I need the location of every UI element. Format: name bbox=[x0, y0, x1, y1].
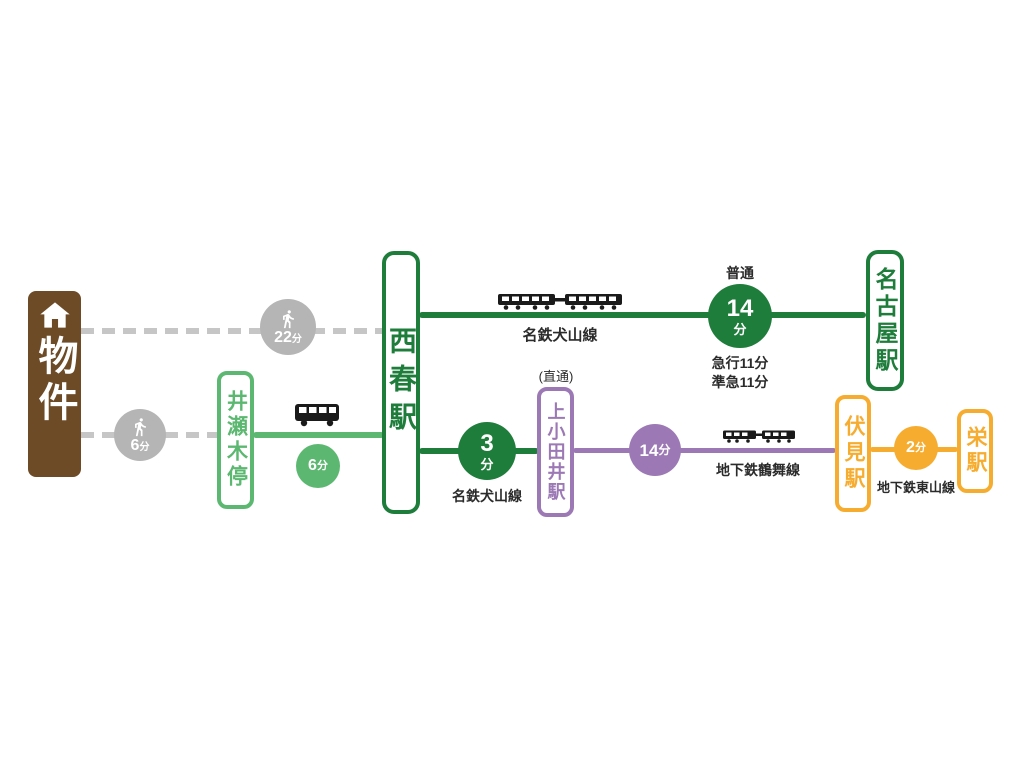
line-name-meitetsu-branch: 名鉄犬山線 bbox=[452, 488, 522, 504]
station-box-isegi: 井瀬木停 bbox=[217, 371, 254, 509]
express-note: 急行11分 bbox=[711, 355, 769, 371]
walk-badge-22min: 22分 bbox=[260, 299, 316, 355]
station-box-kamiotai: 上小田井駅 bbox=[537, 387, 574, 517]
line-name-meitetsu-main: 名鉄犬山線 bbox=[522, 327, 598, 344]
house-icon bbox=[39, 302, 70, 328]
train-icon bbox=[722, 430, 796, 444]
property-box: 物件 bbox=[28, 291, 81, 477]
station-label: 西春駅 bbox=[386, 325, 417, 440]
walk-path-to-nishiharu bbox=[81, 328, 382, 334]
rail-line-meitetsu-main bbox=[419, 312, 866, 318]
station-label: 井瀬木停 bbox=[224, 390, 248, 490]
station-box-sakae: 栄駅 bbox=[957, 409, 993, 493]
walking-person-icon bbox=[283, 309, 294, 328]
bus-icon bbox=[294, 402, 340, 428]
walk-time-label: 6分 bbox=[130, 436, 150, 454]
station-box-nagoya: 名古屋駅 bbox=[866, 250, 904, 391]
line-name-higashiyama: 地下鉄東山線 bbox=[876, 480, 955, 495]
line-name-tsurumai: 地下鉄鶴舞線 bbox=[716, 462, 800, 478]
semi-express-note: 準急11分 bbox=[711, 373, 769, 390]
service-type-label: 普通 bbox=[726, 265, 754, 281]
station-box-nishiharu: 西春駅 bbox=[382, 251, 420, 514]
station-label: 伏見駅 bbox=[842, 414, 865, 493]
train-icon bbox=[497, 293, 623, 311]
meitetsu-branch-time-badge: 3 分 bbox=[458, 422, 516, 480]
meitetsu-main-time-badge: 14 分 bbox=[708, 284, 772, 348]
bus-route-line bbox=[253, 432, 384, 438]
express-notes: 急行11分 準急11分 bbox=[698, 354, 782, 392]
direct-service-note: (直通) bbox=[538, 369, 574, 384]
property-label: 物件 bbox=[32, 335, 77, 427]
walk-badge-6min: 6分 bbox=[114, 409, 166, 461]
walking-person-icon bbox=[135, 417, 146, 436]
station-label: 上小田井駅 bbox=[545, 402, 566, 502]
station-label: 栄駅 bbox=[964, 426, 987, 476]
station-box-fushimi: 伏見駅 bbox=[835, 395, 871, 512]
rail-line-tsurumai bbox=[573, 448, 836, 453]
walk-time-label: 22分 bbox=[274, 328, 302, 346]
station-label: 名古屋駅 bbox=[872, 266, 898, 375]
